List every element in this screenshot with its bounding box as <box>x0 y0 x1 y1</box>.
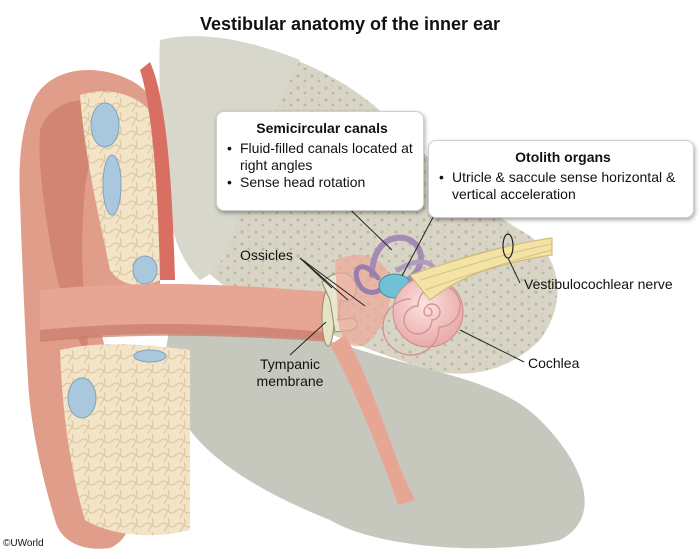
ossicles-leader-2 <box>299 257 349 301</box>
semicircular-canal-2 <box>353 264 383 295</box>
eustachian-tube <box>330 335 415 505</box>
tympanic-label-line-1: Tympanic <box>260 356 320 372</box>
vestibulocochlear-nerve <box>409 237 553 301</box>
tympanic-membrane-label: Tympanic membrane <box>250 356 330 390</box>
otolith-organs-heading: Otolith organs <box>515 149 611 165</box>
cochlea-label: Cochlea <box>528 355 580 371</box>
semicircular-canals-callout: Semicircular canals Fluid-filled canals … <box>216 111 424 211</box>
tympanic-leader <box>289 321 327 356</box>
fluid-pocket-1 <box>90 102 120 148</box>
bullet-utricle-saccule: Utricle & saccule sense horizontal & ver… <box>439 169 687 203</box>
diagram-title: Vestibular anatomy of the inner ear <box>199 14 501 34</box>
semicircular-canals-heading: Semicircular canals <box>256 120 388 136</box>
otolith-organs-callout: Otolith organs Utricle & saccule sense h… <box>428 140 694 218</box>
ossicles-label: Ossicles <box>240 247 293 263</box>
ossicles-leader-3 <box>299 257 366 307</box>
nerve-strands <box>417 237 553 291</box>
vestibulocochlear-nerve-label: Vestibulocochlear nerve <box>524 276 673 292</box>
bullet-fluid-filled: Fluid-filled canals located at right ang… <box>227 140 417 174</box>
bullet-head-rotation: Sense head rotation <box>227 174 417 191</box>
otolith-organs-bullets: Utricle & saccule sense horizontal & ver… <box>439 169 687 203</box>
cochlea-leader <box>459 329 525 363</box>
tympanic-label-line-2: membrane <box>256 373 324 389</box>
nerve-leader <box>507 257 521 284</box>
fluid-pocket-5 <box>133 349 167 363</box>
fluid-pocket-3 <box>132 255 158 285</box>
semicircular-canal-1 <box>369 234 424 281</box>
auricle-shadow <box>39 99 116 360</box>
semicircular-canals-bullets: Fluid-filled canals located at right ang… <box>227 140 417 191</box>
ear-canal-floor <box>40 324 330 342</box>
copyright-notice: ©UWorld <box>3 538 44 549</box>
fluid-pocket-4 <box>67 377 97 419</box>
fluid-pocket-2 <box>102 154 122 216</box>
cochlea-spiral <box>382 284 461 356</box>
skin-wall <box>140 62 175 280</box>
leader-lines <box>289 189 525 363</box>
